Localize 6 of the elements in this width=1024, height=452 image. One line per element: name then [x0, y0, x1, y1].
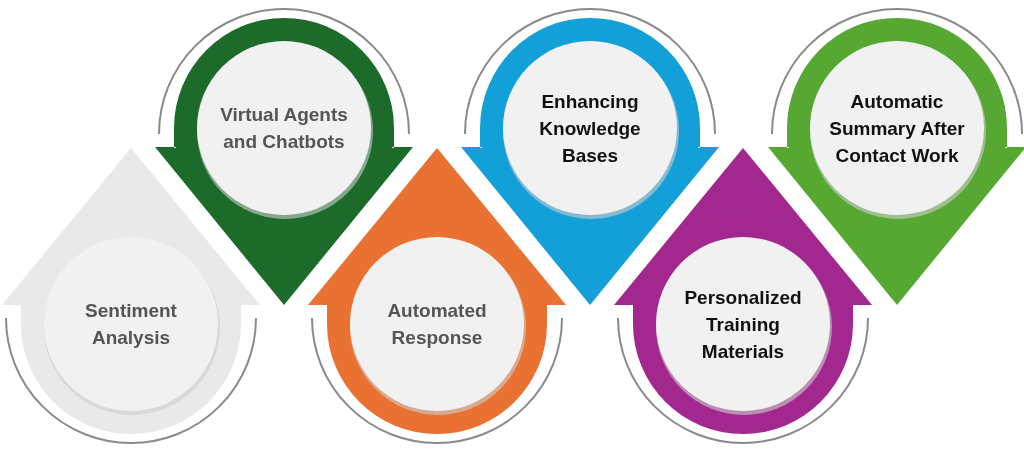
step-label: Enhancing Knowledge Bases — [538, 89, 642, 168]
step-label: Sentiment Analysis — [84, 299, 178, 350]
step-label: Automatic Summary After Contact Work — [828, 89, 966, 168]
step-label: Personalized Training Materials — [683, 285, 803, 364]
step-label: Virtual Agents and Chatbots — [219, 103, 349, 154]
step-label: Automated Response — [386, 299, 488, 350]
